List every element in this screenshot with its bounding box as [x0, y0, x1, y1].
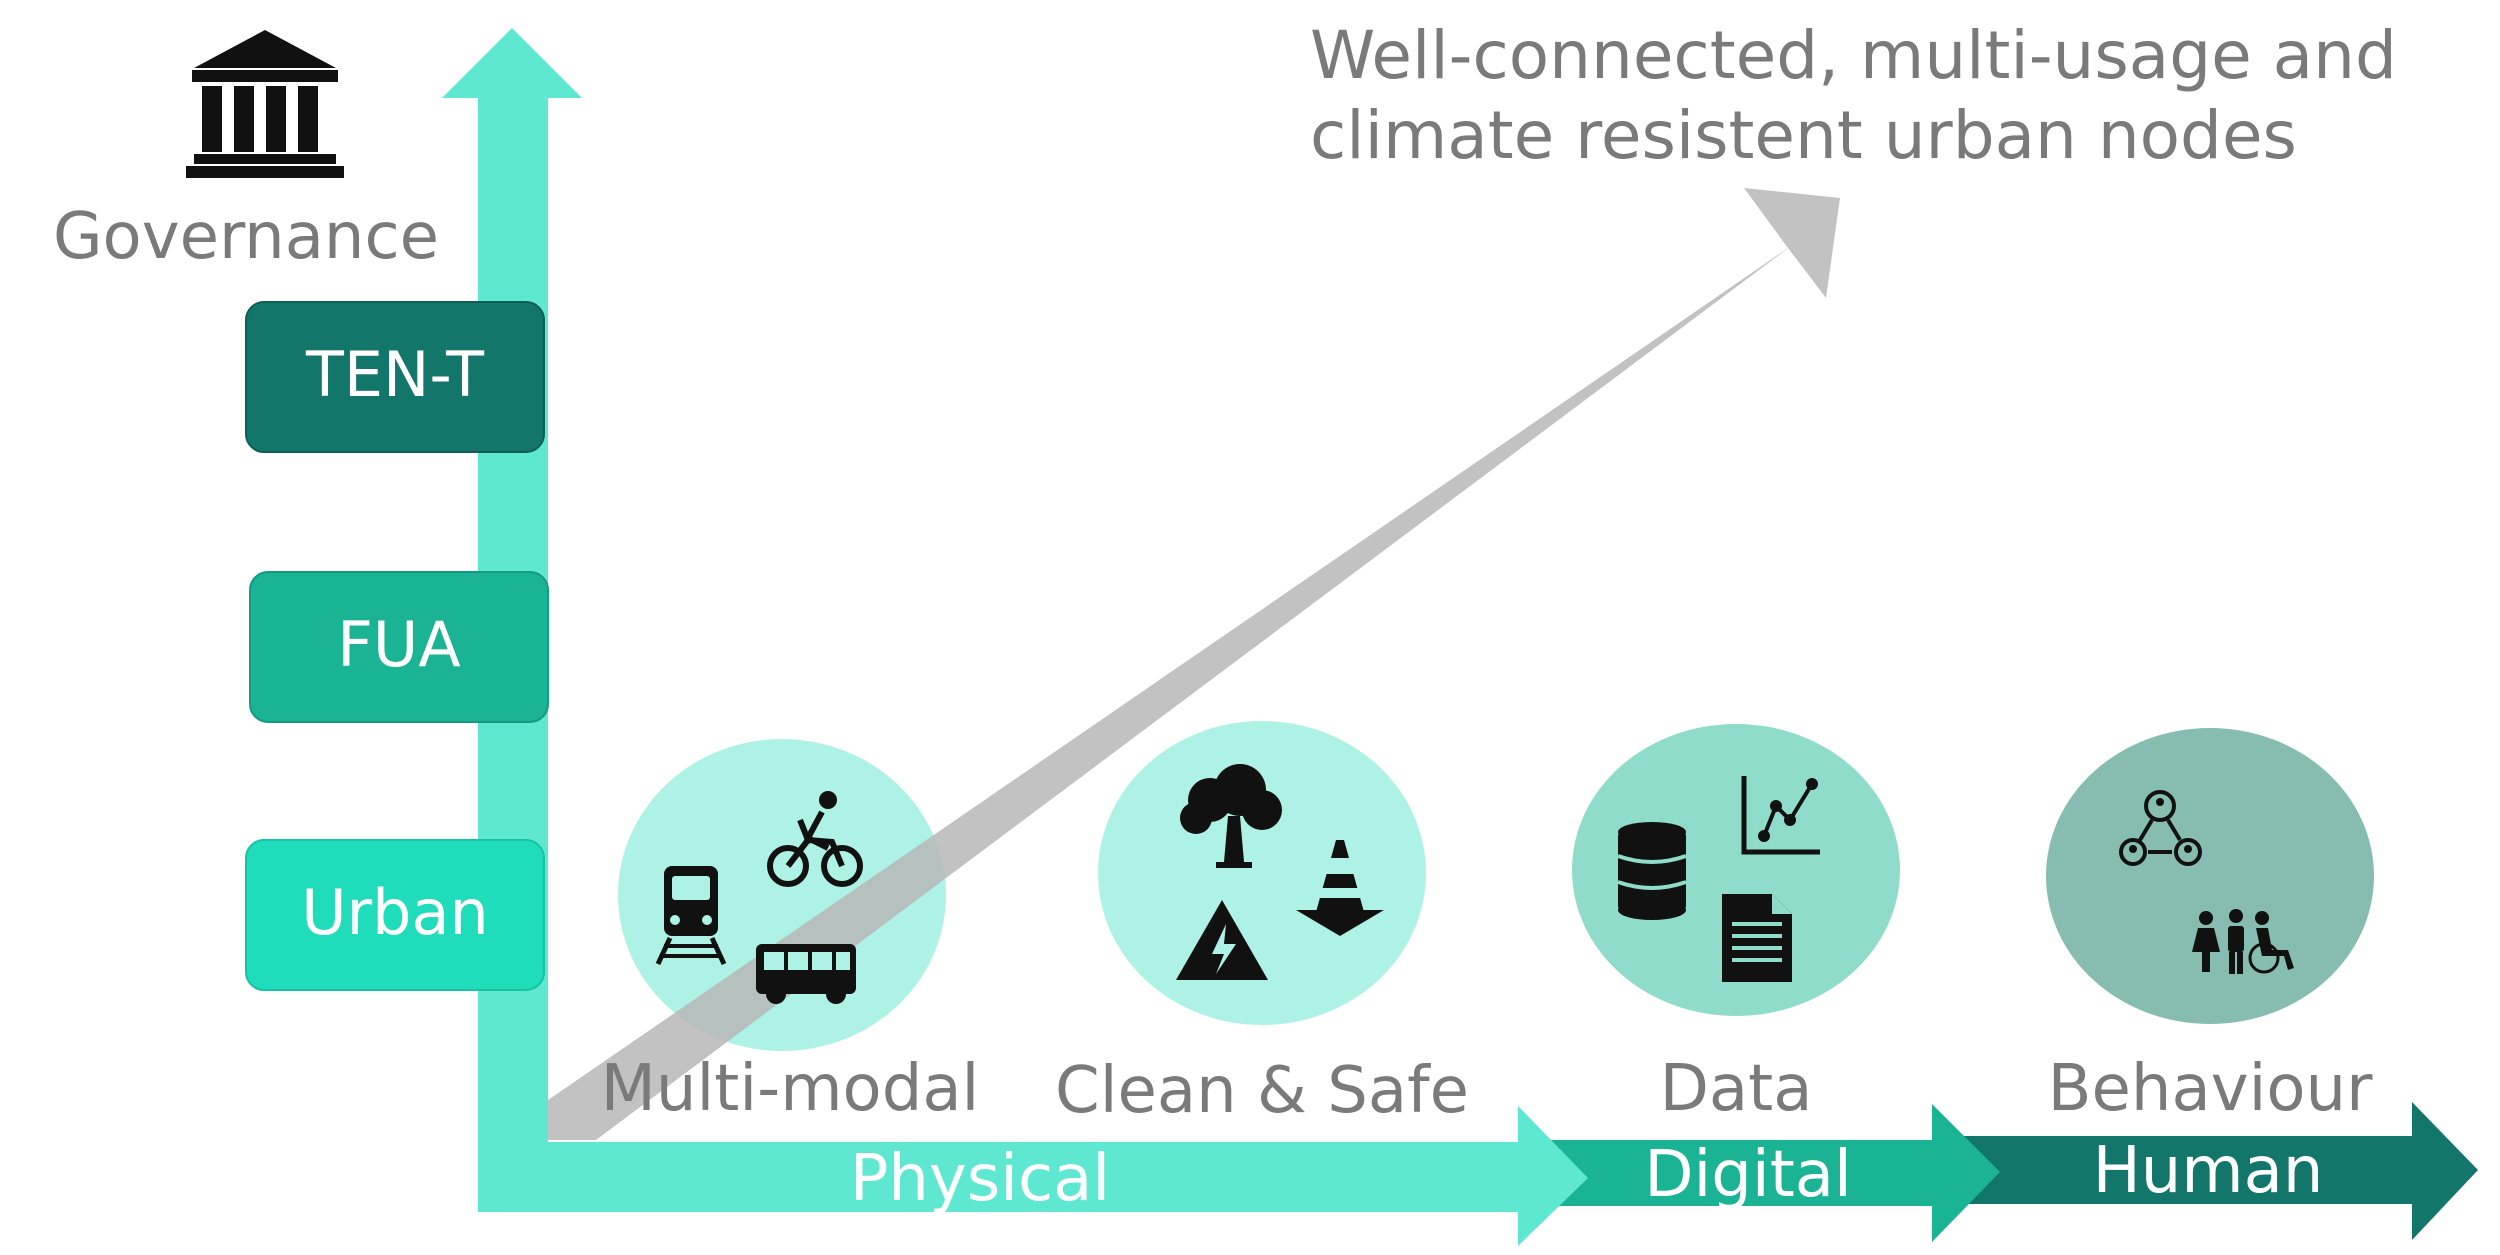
title-line-2: climate resistent urban nodes [1310, 97, 2297, 174]
network-people-icon [2119, 790, 2202, 866]
category-circle-multi-modal [618, 739, 946, 1051]
dimension-label-human: Human [2093, 1134, 2324, 1208]
database-icon [1617, 822, 1687, 920]
category-circle-clean-safe [1098, 721, 1426, 1025]
governance-level-urban: Urban [245, 839, 545, 991]
people-group-icon [2192, 909, 2294, 974]
building-icon [186, 30, 344, 178]
bus-icon [756, 944, 856, 1004]
category-label-multi-modal: Multi-modal [601, 1052, 980, 1126]
traffic-cone-icon [1296, 840, 1384, 936]
category-circle-data [1572, 724, 1900, 1016]
governance-level-label: FUA [337, 608, 460, 681]
line-chart-icon [1741, 776, 1820, 855]
category-circle-behaviour [2046, 728, 2374, 1024]
diagonal-arrow [548, 188, 1840, 1140]
governance-level-label: Urban [301, 876, 489, 949]
governance-label: Governance [53, 200, 439, 274]
title-line-1: Well-connected, multi-usage and [1310, 17, 2397, 94]
governance-level-label: TEN-T [305, 338, 485, 411]
electric-hazard-icon [1176, 900, 1268, 980]
dimension-label-digital: Digital [1644, 1138, 1852, 1212]
digital-arrow [1530, 1104, 2000, 1242]
governance-level-ten-t: TEN-T [245, 301, 545, 453]
train-icon [655, 866, 727, 966]
physical-arrow [478, 1106, 1588, 1246]
category-label-data: Data [1660, 1052, 1813, 1126]
category-label-behaviour: Behaviour [2048, 1052, 2373, 1126]
category-label-clean-safe: Clean & Safe [1055, 1054, 1469, 1128]
bicycle-icon [767, 791, 863, 887]
dimension-label-physical: Physical [850, 1142, 1110, 1216]
tree-icon [1180, 764, 1282, 868]
human-arrow [1940, 1102, 2478, 1240]
governance-level-fua: FUA [249, 571, 549, 723]
document-icon [1722, 894, 1792, 982]
